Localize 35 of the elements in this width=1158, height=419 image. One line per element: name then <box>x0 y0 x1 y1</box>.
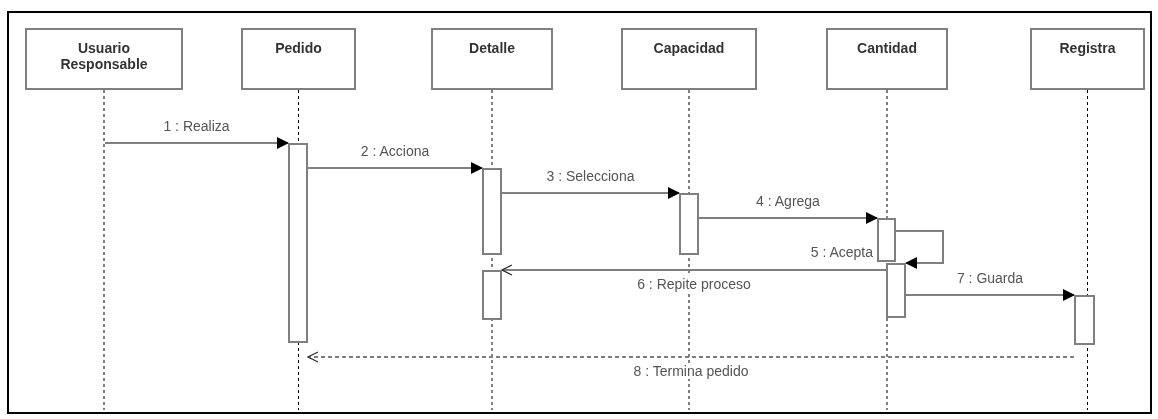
activation-bar <box>886 263 906 318</box>
participant-name: Usuario Responsable <box>59 39 149 72</box>
activation-bar <box>679 193 699 255</box>
activation-bar <box>482 168 502 255</box>
activation-bar <box>877 218 896 262</box>
participant-name: Registra <box>1058 39 1117 56</box>
lifeline-header <box>431 28 553 90</box>
message-arrow <box>307 162 483 174</box>
message-label: 2 : Acciona <box>359 143 431 159</box>
activation-bar <box>482 270 502 320</box>
message-arrow <box>905 289 1075 301</box>
participant-name: Cantidad <box>856 39 918 56</box>
lifeline-header <box>25 28 183 90</box>
participant-name: Capacidad <box>652 39 726 56</box>
lifeline-header <box>1030 28 1145 90</box>
message-label: 1 : Realiza <box>162 118 231 134</box>
activation-bar <box>288 143 308 343</box>
lifeline-header <box>826 28 948 90</box>
lifeline-header <box>241 28 356 90</box>
message-arrow <box>698 212 878 224</box>
message-arrow <box>104 137 289 149</box>
participant-name: Detalle <box>468 39 516 56</box>
message-label: 3 : Selecciona <box>545 168 636 184</box>
message-arrow <box>307 351 1075 363</box>
message-label: 6 : Repite proceso <box>636 276 752 292</box>
message-label: 4 : Agrega <box>755 193 821 209</box>
message-arrow <box>501 264 887 276</box>
message-label: 5 : Acepta <box>809 244 874 260</box>
activation-bar <box>1074 295 1095 345</box>
message-arrow <box>501 187 680 199</box>
participant-name: Pedido <box>274 39 323 56</box>
message-label: 7 : Guarda <box>955 270 1025 286</box>
message-arrow <box>895 230 944 269</box>
message-label: 8 : Termina pedido <box>632 363 750 379</box>
lifeline-header <box>621 28 757 90</box>
